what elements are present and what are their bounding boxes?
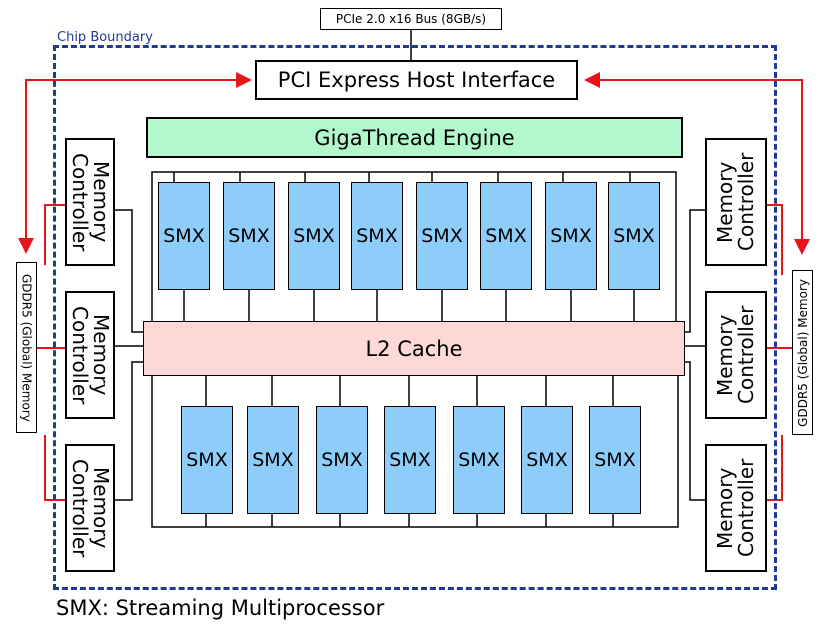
- gddr5-memory-right: GDDR5 (Global) Memory: [792, 270, 813, 435]
- gddr5-memory-left-label: GDDR5 (Global) Memory: [19, 273, 34, 422]
- smx-bottom-2: SMX: [247, 406, 299, 514]
- memory-controller-label: Memory Controller: [68, 305, 113, 405]
- smx-top-6: SMX: [480, 182, 532, 290]
- memory-controller-left-3: Memory Controller: [65, 444, 115, 572]
- memory-controller-left-2: Memory Controller: [65, 291, 115, 419]
- memory-controller-right-3: Memory Controller: [705, 444, 767, 572]
- pcie-bus-label: PCIe 2.0 x16 Bus (8GB/s): [320, 8, 502, 30]
- memory-controller-left-1: Memory Controller: [65, 138, 115, 266]
- chip-boundary: [53, 45, 777, 590]
- memory-controller-label: Memory Controller: [713, 305, 758, 405]
- smx-top-1: SMX: [158, 182, 210, 290]
- smx-bottom-4: SMX: [384, 406, 436, 514]
- smx-bottom-5: SMX: [453, 406, 505, 514]
- smx-top-7: SMX: [545, 182, 597, 290]
- memory-controller-label: Memory Controller: [68, 152, 113, 252]
- memory-controller-right-2: Memory Controller: [705, 291, 767, 419]
- gigathread-engine: GigaThread Engine: [146, 117, 683, 158]
- gigathread-engine-label: GigaThread Engine: [314, 125, 515, 150]
- smx-bottom-3: SMX: [316, 406, 368, 514]
- smx-bottom-6: SMX: [521, 406, 573, 514]
- memory-controller-right-1: Memory Controller: [705, 138, 767, 266]
- memory-controller-label: Memory Controller: [713, 152, 758, 252]
- smx-top-2: SMX: [223, 182, 275, 290]
- gddr5-memory-left: GDDR5 (Global) Memory: [16, 262, 37, 433]
- smx-top-5: SMX: [416, 182, 468, 290]
- memory-controller-label: Memory Controller: [713, 458, 758, 558]
- memory-controller-label: Memory Controller: [68, 458, 113, 558]
- smx-top-4: SMX: [351, 182, 403, 290]
- smx-bottom-7: SMX: [589, 406, 641, 514]
- smx-top-8: SMX: [608, 182, 660, 290]
- l2-cache-label: L2 Cache: [365, 336, 463, 361]
- footer-note: SMX: Streaming Multiprocessor: [56, 596, 385, 620]
- gddr5-memory-right-label: GDDR5 (Global) Memory: [795, 278, 810, 427]
- pci-host-interface-label: PCI Express Host Interface: [277, 68, 556, 92]
- pci-host-interface: PCI Express Host Interface: [255, 60, 578, 100]
- smx-bottom-1: SMX: [181, 406, 233, 514]
- smx-top-3: SMX: [288, 182, 340, 290]
- chip-boundary-label: Chip Boundary: [57, 30, 153, 45]
- l2-cache: L2 Cache: [143, 321, 685, 376]
